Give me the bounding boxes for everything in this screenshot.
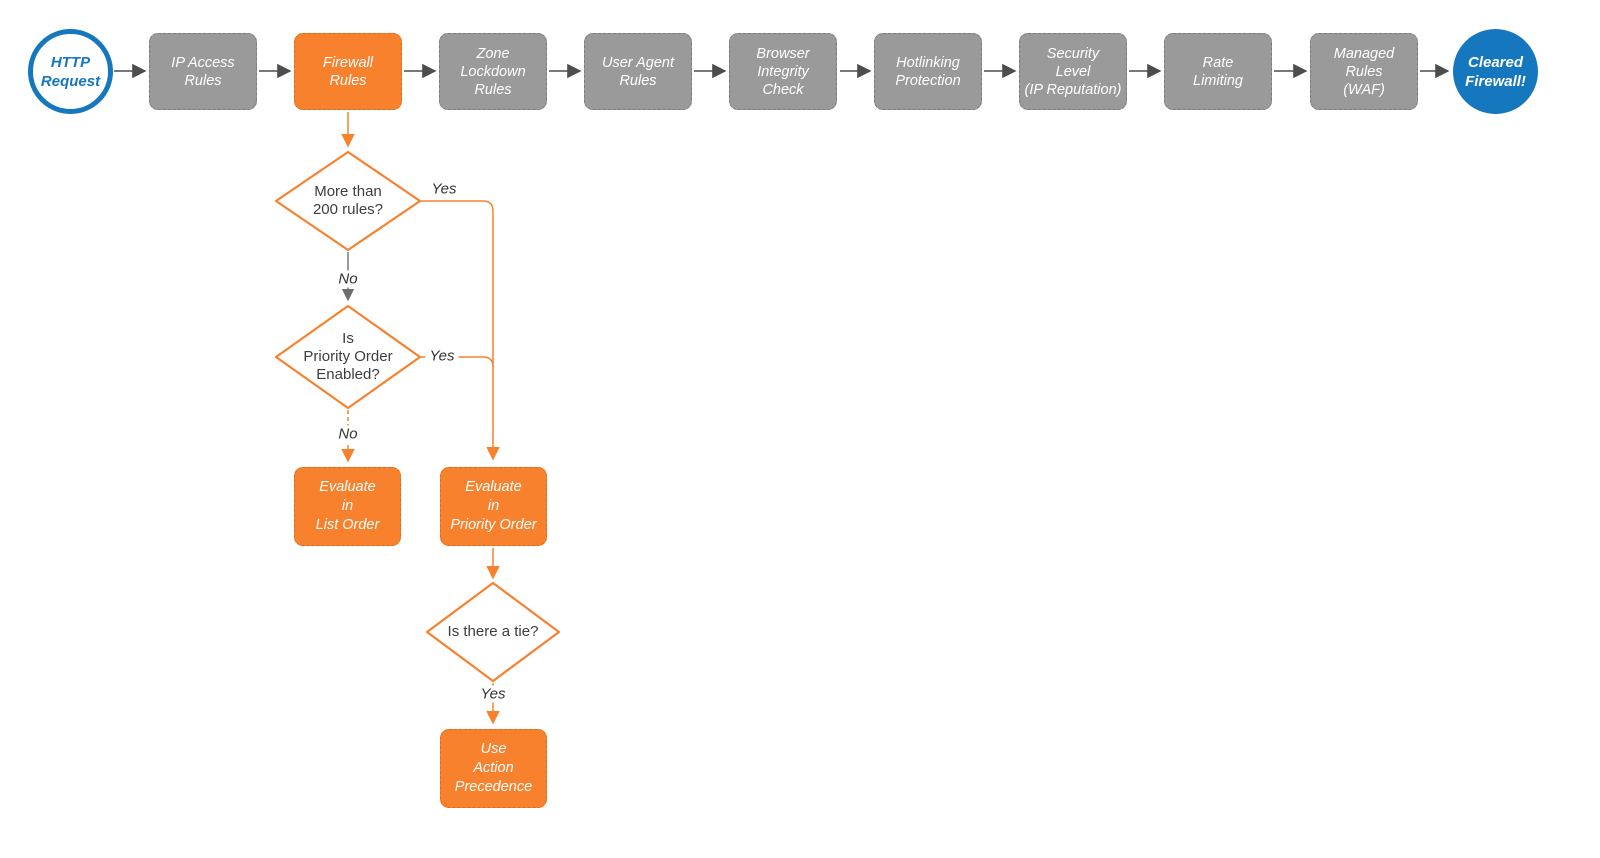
action-label-line: List Order (315, 517, 380, 533)
stage-label-line: IP Access (171, 54, 235, 71)
stage-label-line: Browser (756, 45, 810, 62)
stage-security-level-ip-reputation: Security Level (IP Reputation) (1019, 33, 1127, 110)
stage-firewall-rules: Firewall Rules (294, 33, 402, 110)
stage-label-line: Rate (1202, 54, 1234, 71)
stage-user-agent-rules: User Agent Rules (584, 33, 692, 110)
stage-label-line: User Agent (602, 54, 674, 71)
action-label-line: Priority Order (450, 517, 537, 533)
edge-label-yes-more-than-200: Yes (427, 180, 461, 198)
node-cleared-firewall: Cleared Firewall! (1453, 29, 1538, 114)
stage-label-line: Rules (184, 72, 222, 89)
node-label-line: Firewall! (1465, 72, 1526, 90)
diamond-priority-order-enabled (274, 304, 422, 410)
stage-label-line: (IP Reputation) (1024, 81, 1122, 98)
action-label-line: Precedence (454, 779, 533, 795)
arrow-diamond1-yes-trunk (420, 200, 500, 461)
stage-browser-integrity-check: Browser Integrity Check (729, 33, 837, 110)
action-label-line: in (487, 498, 500, 514)
stage-label-line: Security (1046, 45, 1100, 62)
stage-label-line: Rules (474, 81, 512, 98)
arrow-diamond2-yes-merge (420, 356, 494, 368)
action-label-line: Evaluate (465, 479, 522, 495)
stage-zone-lockdown-rules: Zone Lockdown Rules (439, 33, 547, 110)
diamond-is-there-a-tie-label: Is there a tie? (433, 623, 553, 641)
edge-label-yes-tie: Yes (476, 685, 510, 703)
diamond-label-line: Is there a tie? (447, 623, 539, 640)
stage-label-line: Level (1055, 63, 1091, 80)
diamond-label-line: Priority Order (303, 348, 393, 365)
box-use-action-precedence: Use Action Precedence (440, 729, 547, 808)
stage-label-line: Limiting (1193, 72, 1243, 89)
stage-rate-limiting: Rate Limiting (1164, 33, 1272, 110)
diamond-is-there-a-tie (425, 581, 561, 683)
diamond-label-line: Is (342, 330, 354, 347)
diamond-more-than-200-rules-label: More than 200 rules? (283, 183, 413, 219)
action-label-line: Use (480, 741, 507, 757)
diamond-label-line: More than (314, 183, 382, 200)
box-evaluate-in-list-order: Evaluate in List Order (294, 467, 401, 546)
stage-label-line: Check (762, 81, 804, 98)
stage-label-line: Rules (1345, 63, 1383, 80)
node-http-request: HTTP Request (28, 29, 113, 114)
stage-label-line: Zone (476, 45, 510, 62)
stage-label-line: Integrity (757, 63, 809, 80)
stage-label-line: Hotlinking (896, 54, 960, 71)
stage-label-line: Rules (329, 72, 367, 89)
node-label-line: Cleared (1467, 53, 1524, 71)
stage-label-line: Lockdown (460, 63, 526, 80)
stage-label-line: (WAF) (1343, 81, 1385, 98)
edge-label-no-more-than-200: No (334, 270, 362, 288)
node-label-line: HTTP (50, 53, 91, 71)
diamond-priority-order-enabled-label: Is Priority Order Enabled? (283, 330, 413, 384)
decision-connectors (341, 112, 500, 725)
stage-label-line: Managed (1333, 45, 1395, 62)
decision-diamonds (274, 150, 561, 683)
diamond-more-than-200-rules (274, 150, 422, 252)
diamond-label-line: 200 rules? (312, 201, 384, 218)
action-label-line: Action (473, 760, 514, 776)
box-evaluate-in-priority-order: Evaluate in Priority Order (440, 467, 547, 546)
stage-label-line: Protection (895, 72, 961, 89)
node-label-line: Request (40, 72, 101, 90)
diamond-label-line: Enabled? (316, 366, 380, 383)
action-label-line: Evaluate (319, 479, 376, 495)
stage-ip-access-rules: IP Access Rules (149, 33, 257, 110)
stage-label-line: Rules (619, 72, 657, 89)
action-label-line: in (341, 498, 354, 514)
stage-label-line: Firewall (323, 54, 373, 71)
edge-label-yes-priority-enabled: Yes (425, 347, 459, 365)
stage-hotlinking-protection: Hotlinking Protection (874, 33, 982, 110)
stage-managed-rules-waf: Managed Rules (WAF) (1310, 33, 1418, 110)
edge-label-no-priority-enabled: No (334, 425, 362, 443)
